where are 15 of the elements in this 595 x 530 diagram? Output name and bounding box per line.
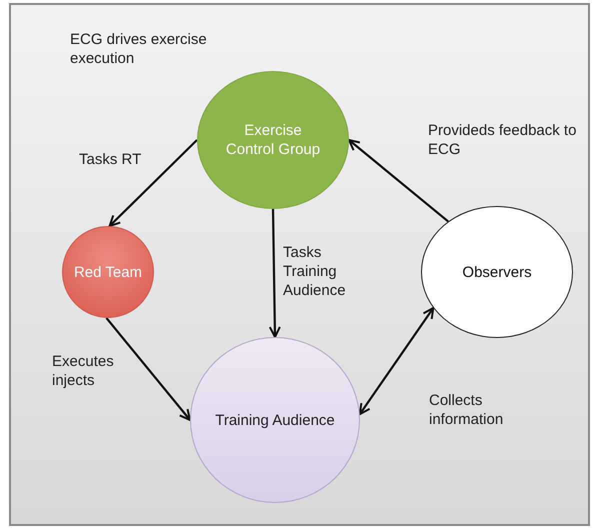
- node-label: Observers: [461, 262, 533, 282]
- edge-label: Collects information: [429, 391, 504, 429]
- edge-label: Provideds feedback to ECG: [428, 121, 578, 159]
- arrow: [358, 306, 434, 416]
- edge-label: Tasks RT: [79, 150, 142, 169]
- arrow: [268, 208, 281, 338]
- arrow: [106, 317, 191, 421]
- note-text: ECG drives exercise execution: [70, 30, 208, 68]
- edge-label: Tasks Training Audience: [283, 243, 347, 300]
- arrow: [108, 139, 198, 228]
- node-label: Exercise Control Group: [224, 121, 322, 159]
- node-label: Training Audience: [215, 410, 335, 430]
- arrow: [348, 139, 449, 222]
- edge-label: Executes injects: [52, 352, 115, 390]
- node-label: Red Team: [72, 262, 144, 282]
